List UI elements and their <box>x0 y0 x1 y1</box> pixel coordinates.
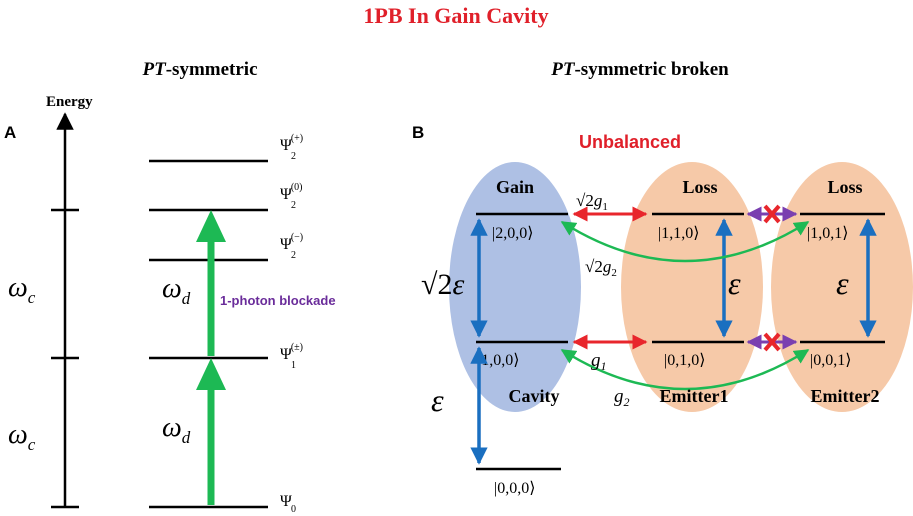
emitter1-label: Emitter1 <box>660 386 729 406</box>
coupling-curve-upper <box>560 220 810 263</box>
drive-arrow-upper-head <box>196 210 226 242</box>
label-psi2-zero: Ψ(0)2 <box>280 182 302 211</box>
label-psi2-plus: Ψ(+)2 <box>280 133 303 162</box>
sqrt2-epsilon-label: √2ε <box>421 268 464 301</box>
panel-b-label: B <box>412 123 424 142</box>
loss-label-emitter1: Loss <box>682 177 717 197</box>
cavity-label: Cavity <box>509 386 560 406</box>
energy-axis-label: Energy <box>46 94 93 110</box>
ket-100: |1,0,0⟩ <box>478 352 519 369</box>
omega-c-lower: ωc <box>8 419 36 454</box>
sqrt2-g2-label: √2g2 <box>585 257 617 279</box>
panel-b-heading: PT-symmetric broken <box>550 59 729 80</box>
ket-010: |0,1,0⟩ <box>664 352 705 369</box>
gain-cavity-ellipse <box>449 162 581 412</box>
coupling-curve-lower <box>560 348 810 391</box>
sqrt2-g1-label: √2g1 <box>576 191 608 213</box>
figure-title: 1PB In Gain Cavity <box>363 3 548 28</box>
omega-d-lower: ωd <box>162 412 191 447</box>
label-psi2-minus: Ψ(−)2 <box>280 232 303 261</box>
blockade-label: 1-photon blockade <box>220 293 336 308</box>
gain-label: Gain <box>496 177 534 197</box>
blocked-x-lower-icon <box>763 332 781 352</box>
label-psi1: Ψ(±)1 <box>280 342 303 371</box>
panel-a-label: A <box>4 123 16 142</box>
ket-200: |2,0,0⟩ <box>492 225 533 242</box>
panel-a-heading: PT-symmetric <box>142 59 258 80</box>
blocked-x-upper-icon <box>763 204 781 224</box>
panel-b: B PT-symmetric broken Unbalanced Gain Lo… <box>412 59 913 497</box>
ket-101: |1,0,1⟩ <box>807 225 848 242</box>
ket-001: |0,0,1⟩ <box>810 352 851 369</box>
g2-label: g2 <box>614 386 630 409</box>
unbalanced-label: Unbalanced <box>579 132 681 152</box>
g1-label: g1 <box>591 350 607 373</box>
epsilon-emitter1-label: ε <box>728 265 741 301</box>
omega-c-upper: ωc <box>8 272 36 307</box>
label-psi0: Ψ0 <box>280 493 296 515</box>
loss-label-emitter2: Loss <box>827 177 862 197</box>
ket-000: |0,0,0⟩ <box>494 480 535 497</box>
epsilon-cavity-label: ε <box>431 382 444 418</box>
emitter2-label: Emitter2 <box>811 386 880 406</box>
ket-110: |1,1,0⟩ <box>658 225 699 242</box>
omega-d-upper: ωd <box>162 273 191 308</box>
emitter1-ellipse <box>621 162 763 412</box>
drive-arrow-lower-head <box>196 358 226 390</box>
epsilon-emitter2-label: ε <box>836 265 849 301</box>
panel-a: A PT-symmetric Energy ωc ωc Ψ(+)2 Ψ(0)2 … <box>4 59 336 515</box>
